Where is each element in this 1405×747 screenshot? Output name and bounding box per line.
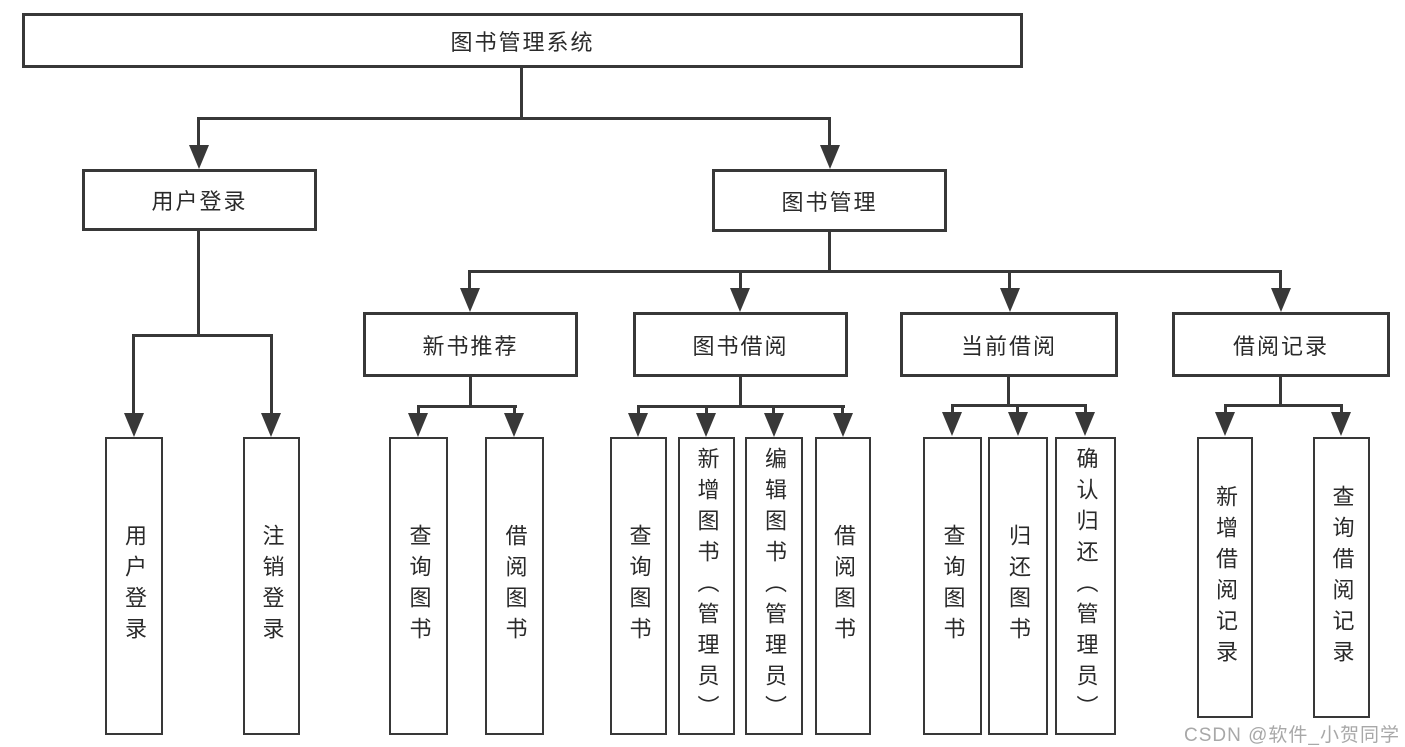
arrow-down-icon <box>408 413 428 437</box>
leaf-edit-book-admin: 编辑图书（管理员） <box>745 437 803 735</box>
connector-line <box>1224 404 1343 407</box>
arrow-down-icon <box>1008 412 1028 436</box>
connector-line <box>739 270 742 292</box>
node-book-management: 图书管理 <box>712 169 947 232</box>
node-label: 归还图书 <box>1006 524 1031 648</box>
connector-line <box>198 117 831 120</box>
connector-line <box>1008 270 1011 292</box>
connector-line <box>828 232 831 273</box>
node-label: 查询借阅记录 <box>1329 484 1355 671</box>
arrow-down-icon <box>1215 412 1235 436</box>
node-label: 新增图书（管理员） <box>694 446 720 726</box>
connector-line <box>469 376 472 407</box>
arrow-down-icon <box>942 412 962 436</box>
arrow-down-icon <box>261 413 281 437</box>
leaf-borrow-books-borrowing: 借阅图书 <box>815 437 871 735</box>
connector-line <box>637 405 640 417</box>
node-root: 图书管理系统 <box>22 13 1023 68</box>
connector-line <box>828 117 831 151</box>
connector-line <box>705 405 708 417</box>
arrow-down-icon <box>730 288 750 312</box>
node-borrowing-records: 借阅记录 <box>1172 312 1390 377</box>
leaf-query-borrow-record: 查询借阅记录 <box>1313 437 1370 718</box>
node-label: 编辑图书（管理员） <box>762 446 787 726</box>
leaf-logout: 注销登录 <box>243 437 300 735</box>
connector-line <box>951 404 1087 407</box>
node-label: 新增借阅记录 <box>1213 484 1238 671</box>
node-label: 确认归还（管理员） <box>1073 446 1099 726</box>
connector-line <box>739 376 742 407</box>
arrow-down-icon <box>628 413 648 437</box>
leaf-add-borrow-record: 新增借阅记录 <box>1197 437 1253 718</box>
node-label: 用户登录 <box>122 524 147 648</box>
node-new-book-recommend: 新书推荐 <box>363 312 578 377</box>
node-label: 新书推荐 <box>422 333 519 359</box>
connector-line <box>1007 376 1010 406</box>
connector-line <box>513 405 516 417</box>
node-label: 查询图书 <box>406 524 432 648</box>
connector-line <box>1084 404 1087 416</box>
node-label: 图书管理 <box>781 189 878 215</box>
arrow-down-icon <box>1271 288 1291 312</box>
leaf-query-books-borrowing: 查询图书 <box>610 437 667 735</box>
node-label: 图书借阅 <box>692 333 789 359</box>
node-label: 当前借阅 <box>960 333 1057 359</box>
connector-line <box>132 334 273 337</box>
connector-line <box>1279 376 1282 406</box>
connector-line <box>197 117 200 151</box>
node-current-borrowing: 当前借阅 <box>900 312 1118 377</box>
leaf-borrow-books-recommend: 借阅图书 <box>485 437 544 735</box>
node-user-login: 用户登录 <box>82 169 317 231</box>
leaf-query-books-current: 查询图书 <box>923 437 982 735</box>
node-label: 用户登录 <box>151 189 248 214</box>
arrow-down-icon <box>1331 412 1351 436</box>
node-label: 图书管理系统 <box>450 29 595 55</box>
connector-line <box>270 334 273 417</box>
connector-line <box>132 334 135 417</box>
arrow-down-icon <box>504 413 524 437</box>
node-label: 查询图书 <box>940 524 966 648</box>
watermark: CSDN @软件_小贺同学 <box>1184 725 1400 746</box>
arrow-down-icon <box>764 413 784 437</box>
arrow-down-icon <box>189 145 209 169</box>
leaf-add-book-admin: 新增图书（管理员） <box>678 437 735 735</box>
connector-line <box>468 270 471 292</box>
node-book-borrowing: 图书借阅 <box>633 312 848 377</box>
leaf-confirm-return-admin: 确认归还（管理员） <box>1055 437 1116 735</box>
connector-line <box>468 270 1282 273</box>
connector-line <box>1224 404 1227 416</box>
connector-line <box>841 405 844 417</box>
node-label: 注销登录 <box>259 524 285 648</box>
arrow-down-icon <box>460 288 480 312</box>
connector-line <box>520 68 523 119</box>
node-label: 借阅记录 <box>1232 333 1329 359</box>
node-label: 借阅图书 <box>831 524 856 648</box>
node-label: 查询图书 <box>626 524 652 648</box>
arrow-down-icon <box>1075 412 1095 436</box>
arrow-down-icon <box>820 145 840 169</box>
connector-line <box>951 404 954 416</box>
connector-line <box>1340 404 1343 416</box>
connector-line <box>1279 270 1282 292</box>
connector-line <box>417 405 517 408</box>
arrow-down-icon <box>833 413 853 437</box>
connector-line <box>197 231 200 336</box>
arrow-down-icon <box>1000 288 1020 312</box>
arrow-down-icon <box>696 413 716 437</box>
node-label: 借阅图书 <box>502 524 528 648</box>
connector-line <box>772 405 775 417</box>
connector-line <box>1016 404 1019 416</box>
connector-line <box>637 405 845 408</box>
leaf-return-books: 归还图书 <box>988 437 1048 735</box>
connector-line <box>417 405 420 417</box>
leaf-user-login: 用户登录 <box>105 437 163 735</box>
arrow-down-icon <box>124 413 144 437</box>
leaf-query-books-recommend: 查询图书 <box>389 437 448 735</box>
